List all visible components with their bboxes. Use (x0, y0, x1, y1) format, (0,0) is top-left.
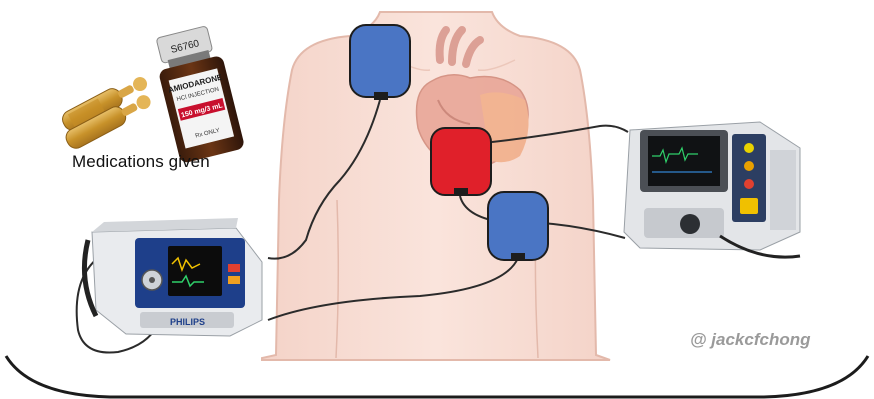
monitor-knob-icon (680, 214, 700, 234)
amiodarone-vial: S6760 AMIODARONE HCl INJECTION 150 mg/3 … (150, 24, 245, 164)
medications-caption: Medications given (72, 152, 232, 172)
defibrillator-right (624, 122, 800, 257)
pad-upper-right-chest (350, 25, 410, 100)
pad-red-sternal (431, 128, 491, 196)
pad-lower-left-apex (488, 192, 548, 261)
defib-left-brand: PHILIPS (170, 317, 205, 327)
medication-ampoules (59, 72, 154, 151)
frame-arc (6, 356, 868, 397)
author-credit: @ jackcfchong (690, 330, 811, 350)
defibrillator-left: PHILIPS (84, 218, 262, 336)
